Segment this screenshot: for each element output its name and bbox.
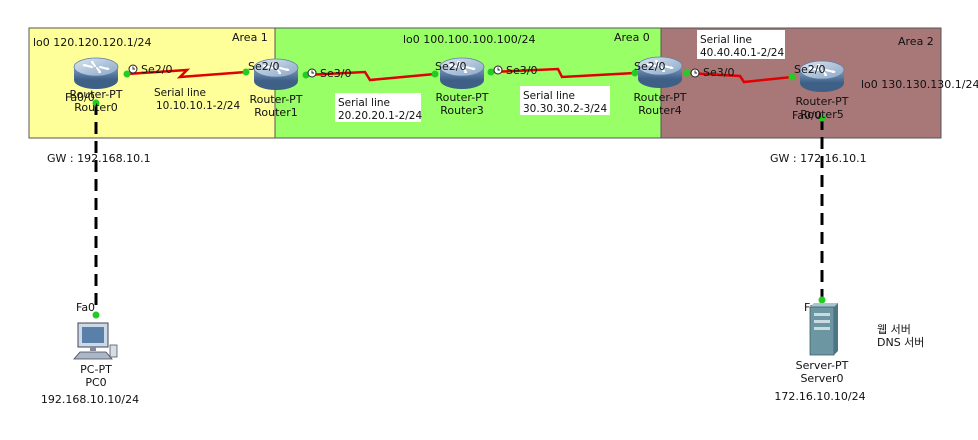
port-dot xyxy=(818,114,826,122)
router1-se3-label: Se3/0 xyxy=(320,67,351,80)
port-dot xyxy=(242,68,250,76)
router3-se3-label: Se3/0 xyxy=(506,64,537,77)
router1-se2-label: Se2/0 xyxy=(248,60,279,73)
router0-se-label: Se2/0 xyxy=(141,63,172,76)
serial-link-r3-r4[interactable] xyxy=(490,67,636,79)
router5-se-label: Se2/0 xyxy=(794,63,825,76)
area1-label: Area 1 xyxy=(232,31,268,44)
link4-subnet: 40.40.40.1-2/24 xyxy=(700,47,784,59)
router3-loopback-label: lo0 100.100.100.100/24 xyxy=(403,33,535,46)
router1-type: Router-PT xyxy=(249,93,302,106)
serial-link-r4-r5[interactable] xyxy=(686,71,793,84)
left-gateway-label: GW : 192.168.10.1 xyxy=(47,152,151,165)
pc-type: PC-PT xyxy=(80,363,112,376)
pc-ip: 192.168.10.10/24 xyxy=(41,393,139,406)
clock-icon xyxy=(493,65,503,75)
server-icon xyxy=(809,303,838,356)
router1-name: Router1 xyxy=(254,106,297,119)
router4-se2-label: Se2/0 xyxy=(634,60,665,73)
link2-title: Serial line xyxy=(338,97,390,109)
router0-fa-label: Fa0/0 xyxy=(65,91,95,104)
server-role-dns: DNS 서버 xyxy=(877,336,924,349)
router0[interactable] xyxy=(73,57,119,90)
link3-title: Serial line xyxy=(523,90,575,102)
router0-type: Router-PT xyxy=(69,88,122,101)
area0-label: Area 0 xyxy=(614,31,650,44)
port-dot xyxy=(431,70,439,78)
clock-icon xyxy=(128,64,138,74)
server-name: Server0 xyxy=(800,372,843,385)
pc-icon xyxy=(73,322,118,360)
router5-type: Router-PT xyxy=(795,95,848,108)
router4-name: Router4 xyxy=(638,104,681,117)
router4-se3-label: Se3/0 xyxy=(703,66,734,79)
port-dot xyxy=(683,69,691,77)
router5-loopback-label: lo0 130.130.130.1/24 xyxy=(861,78,978,91)
port-dot xyxy=(92,99,100,107)
port-dot xyxy=(631,69,639,77)
port-dot xyxy=(92,311,100,319)
serial-link-r0-r1[interactable] xyxy=(126,68,247,79)
router5-fa-label: Fa0/0 xyxy=(792,109,822,122)
clock-icon xyxy=(690,68,700,78)
router3-se2-label: Se2/0 xyxy=(435,60,466,73)
clock-icon xyxy=(307,68,317,78)
server-type: Server-PT xyxy=(796,359,849,372)
serial-link-r1-r3[interactable] xyxy=(305,70,436,82)
server0[interactable] xyxy=(809,303,838,356)
port-dot xyxy=(818,296,826,304)
router3-type: Router-PT xyxy=(435,91,488,104)
router0-loopback-label: lo0 120.120.120.1/24 xyxy=(33,36,151,49)
link2-annotation: Serial line 20.20.20.1-2/24 xyxy=(335,93,422,122)
router0-name: Router0 xyxy=(74,101,117,114)
link3-subnet: 30.30.30.2-3/24 xyxy=(523,103,607,115)
router4-type: Router-PT xyxy=(633,91,686,104)
pc0[interactable] xyxy=(73,322,118,360)
pc-fa-label: Fa0 xyxy=(76,301,95,314)
link1-title: Serial line xyxy=(154,87,206,99)
link4-annotation: Serial line 40.40.40.1-2/24 xyxy=(697,30,785,59)
area1-box xyxy=(28,27,276,139)
server-ip: 172.16.10.10/24 xyxy=(774,390,865,403)
link4-title: Serial line xyxy=(700,34,752,46)
link1-subnet: 10.10.10.1-2/24 xyxy=(156,100,240,112)
link2-subnet: 20.20.20.1-2/24 xyxy=(338,110,422,122)
server-role-web: 웹 서버 xyxy=(877,323,911,336)
right-gateway-label: GW : 172.16.10.1 xyxy=(770,152,867,165)
router-icon xyxy=(73,57,119,90)
port-dot xyxy=(487,68,495,76)
router5-name: Router5 xyxy=(800,108,843,121)
router3-name: Router3 xyxy=(440,104,483,117)
port-dot xyxy=(788,73,796,81)
port-dot xyxy=(123,70,131,78)
area2-label: Area 2 xyxy=(898,35,934,48)
link3-annotation: Serial line 30.30.30.2-3/24 xyxy=(520,86,610,115)
pc-name: PC0 xyxy=(85,376,106,389)
